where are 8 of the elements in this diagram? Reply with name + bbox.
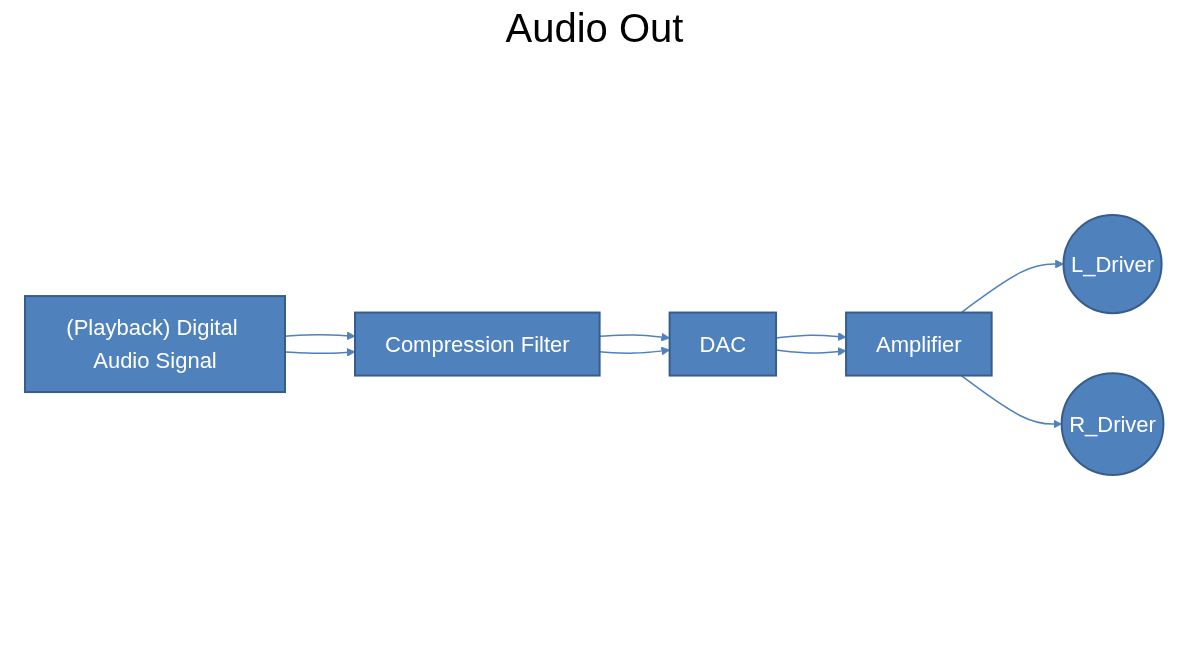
node-box: Compression Filter (354, 311, 601, 377)
diagram-title: Audio Out (504, 6, 685, 51)
node-box: DAC (668, 311, 778, 377)
arrow (960, 374, 1063, 429)
node-circle: L_Driver (1062, 214, 1163, 315)
node-circle: R_Driver (1060, 372, 1165, 476)
node-box: (Playback) Digital Audio Signal (24, 295, 287, 394)
node-box: Amplifier (845, 311, 993, 377)
